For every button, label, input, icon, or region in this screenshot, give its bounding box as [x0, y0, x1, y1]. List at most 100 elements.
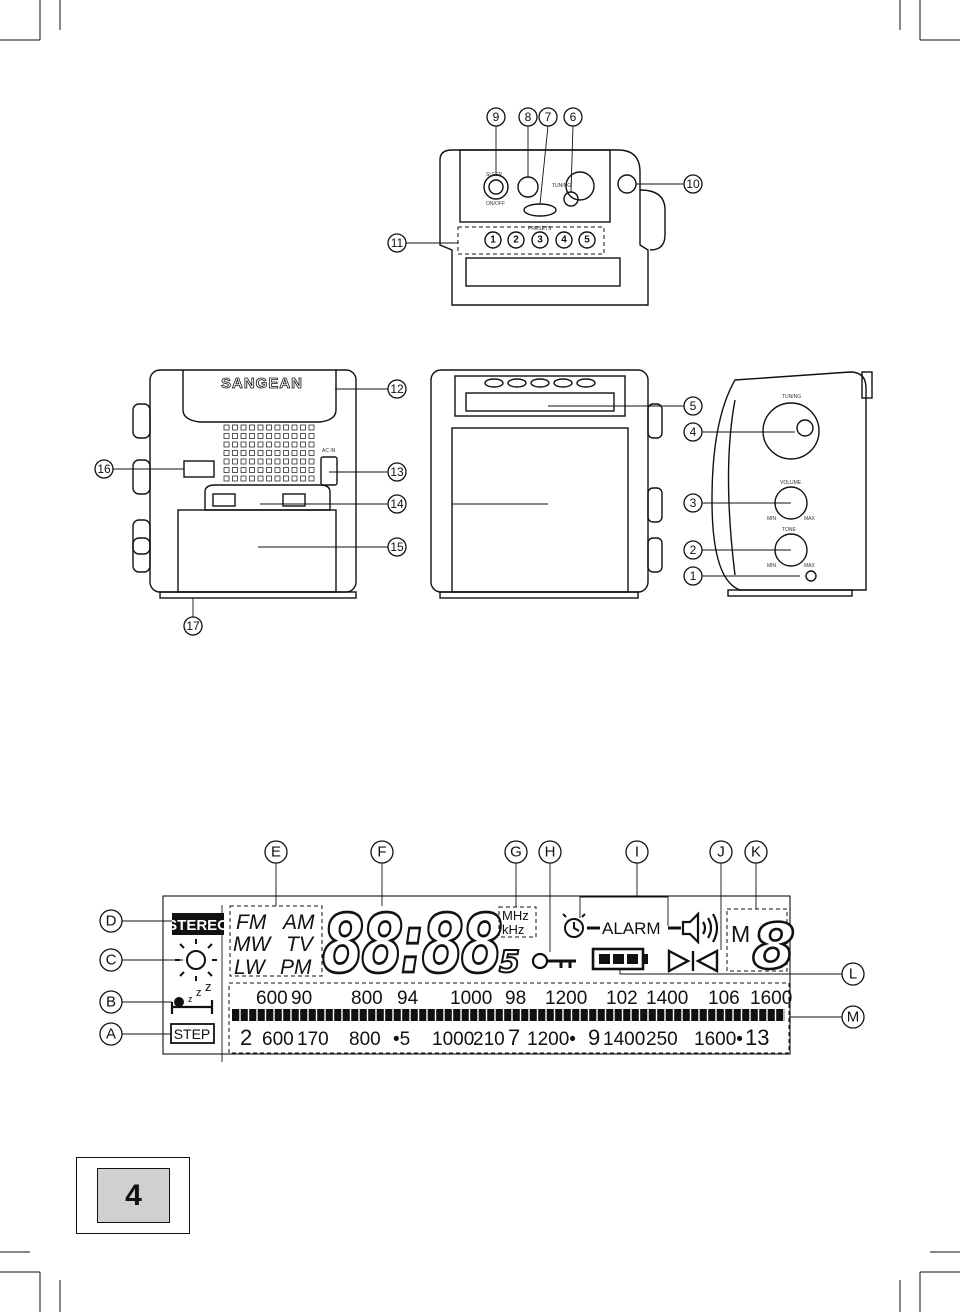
preset-4-key: 4 — [561, 235, 567, 246]
scale-top-label: 94 — [397, 988, 419, 1009]
scale-bottom-label: 7 — [508, 1025, 520, 1050]
svg-text:D: D — [106, 913, 117, 930]
tone-max-label: MAX — [804, 563, 816, 569]
svg-text:E: E — [271, 844, 281, 861]
scale-top-label: 1000 — [450, 988, 492, 1009]
svg-text:5: 5 — [690, 399, 697, 413]
scale-bottom-label: 1200• — [527, 1029, 576, 1050]
tuning-label: TUNING — [552, 183, 571, 189]
callout-7: 7 — [538, 107, 558, 127]
sleep-bed-icon: z z z — [170, 979, 214, 1014]
volume-label: VOLUME — [780, 480, 802, 486]
band-pm: PM — [280, 956, 312, 979]
page-number: 4 — [97, 1168, 170, 1223]
callout-2: 2 — [683, 540, 703, 560]
callout-16: 16 — [94, 459, 114, 479]
radio-front-view: 5 — [430, 369, 703, 599]
svg-text:15: 15 — [390, 540, 404, 554]
svg-text:A: A — [106, 1026, 116, 1043]
on-off-label: ON/OFF — [486, 201, 505, 207]
svg-text:10: 10 — [686, 177, 700, 191]
presets-label: PRESETS — [528, 226, 552, 232]
alarm-label: ALARM — [602, 919, 661, 938]
radio-side-view: TUNING VOLUME MIN MAX TONE MIN MAX 4 3 2… — [683, 371, 873, 597]
callout-9: 9 — [486, 107, 506, 127]
memory-label: M — [731, 921, 750, 947]
svg-text:C: C — [106, 952, 117, 969]
scale-bottom-label: 1600• — [694, 1029, 743, 1050]
preset-1-key: 1 — [490, 235, 496, 246]
svg-text:K: K — [751, 844, 761, 861]
callout-K: K — [744, 840, 768, 864]
stereo-indicator — [172, 913, 224, 935]
step-label: STEP — [174, 1026, 211, 1042]
tuning-knob-label: TUNING — [782, 394, 801, 400]
page-number-box: 4 — [76, 1157, 190, 1234]
callout-17: 17 — [183, 616, 203, 636]
svg-text:z: z — [188, 994, 193, 1004]
svg-text:14: 14 — [390, 497, 404, 511]
callout-11: 11 — [387, 233, 407, 253]
scale-top-label: 1400 — [646, 988, 688, 1009]
svg-text:11: 11 — [391, 236, 404, 250]
ac-in-label: AC IN — [322, 448, 336, 454]
scale-top-label: 1200 — [545, 988, 587, 1009]
scale-top-label: 106 — [708, 988, 740, 1009]
key-lock-icon — [531, 952, 576, 970]
svg-text:4: 4 — [690, 425, 697, 439]
sleep-label: SLEEP — [486, 172, 503, 178]
speaker-grille — [223, 424, 315, 482]
svg-text:12: 12 — [390, 382, 404, 396]
band-mw: MW — [233, 933, 272, 956]
scale-top-label: 800 — [351, 988, 383, 1009]
radio-back-view: SANGEAN AC IN 12 13 14 15 16 17 — [94, 369, 407, 636]
callout-L: L — [841, 962, 865, 986]
stereo-label: STEREO — [167, 917, 229, 934]
scale-bottom-label: 2 — [240, 1025, 252, 1050]
callout-5: 5 — [683, 396, 703, 416]
scale-bottom-label: 170 — [297, 1029, 329, 1050]
lcd-display: STEREO z z z STEP FM AM MW TV LW PM 88:8… — [99, 840, 865, 1062]
scale-top-label: 1600 — [750, 988, 792, 1009]
svg-text:16: 16 — [97, 462, 111, 476]
scale-bottom-label: 1400 — [603, 1029, 645, 1050]
scale-bottom-label: 800 — [349, 1029, 381, 1050]
khz-label: kHz — [502, 922, 524, 937]
callout-3: 3 — [683, 493, 703, 513]
callout-F: F — [370, 840, 394, 864]
callout-4: 4 — [683, 422, 703, 442]
scale-bottom-label: 250 — [646, 1029, 678, 1050]
band-fm: FM — [236, 911, 267, 934]
svg-text:1: 1 — [690, 569, 697, 583]
preset-2-key: 2 — [513, 235, 519, 246]
callout-D: D — [99, 909, 123, 933]
callout-C: C — [99, 948, 123, 972]
scale-bottom-label: 9 — [588, 1025, 600, 1050]
play-pause-icon — [667, 949, 719, 973]
callout-8: 8 — [518, 107, 538, 127]
svg-text:G: G — [510, 844, 522, 861]
frequency-digits: 88:88 — [322, 898, 501, 991]
callout-A: A — [99, 1022, 123, 1046]
svg-text:3: 3 — [690, 496, 697, 510]
band-am: AM — [281, 911, 315, 934]
small-digit: 5 — [499, 945, 520, 980]
svg-text:2: 2 — [690, 543, 697, 557]
callout-G: G — [504, 840, 528, 864]
alarm-clock-icon — [562, 913, 586, 938]
callout-I: I — [625, 840, 649, 864]
callout-J: J — [709, 840, 733, 864]
svg-text:F: F — [377, 844, 386, 861]
callout-15: 15 — [387, 537, 407, 557]
scale-bottom-label: 13 — [745, 1025, 769, 1050]
callout-13: 13 — [387, 462, 407, 482]
brand-logo: SANGEAN — [221, 375, 303, 392]
callout-10: 10 — [683, 174, 703, 194]
band-tv: TV — [286, 933, 315, 956]
signal-bar — [232, 1009, 785, 1021]
svg-text:6: 6 — [570, 110, 577, 124]
memory-digit: 8 — [752, 910, 795, 983]
